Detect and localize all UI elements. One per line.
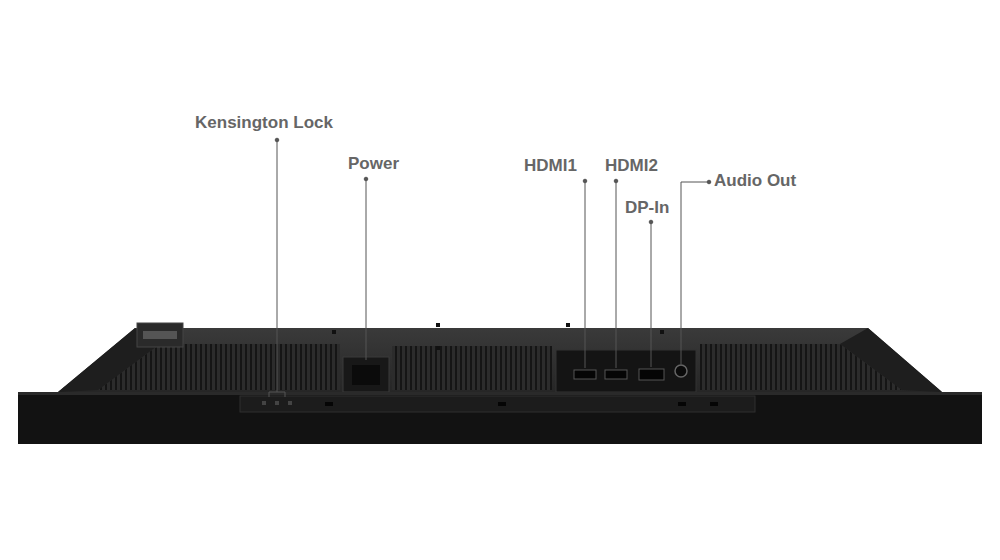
leader-dot — [707, 180, 711, 184]
leader-dot — [649, 220, 653, 224]
leader-dot — [275, 138, 279, 142]
mount-hole — [566, 323, 570, 327]
leader-dot — [614, 179, 618, 183]
mount-hole — [436, 323, 440, 327]
lock-slot — [288, 401, 292, 405]
leader-line — [651, 222, 652, 367]
bezel-edge — [18, 392, 982, 395]
part-label: DP-In — [625, 198, 669, 218]
rail-slot — [710, 402, 718, 406]
power-inlet — [343, 357, 389, 392]
power-socket — [352, 365, 380, 385]
leader-line — [269, 140, 285, 397]
rail-slot — [678, 402, 686, 406]
front-bezel — [18, 392, 982, 444]
audio-jack — [675, 365, 687, 377]
logo-mark — [143, 331, 177, 339]
part-label: Audio Out — [714, 171, 796, 191]
leader-line — [585, 181, 586, 368]
leader-line — [366, 179, 367, 360]
housing-bevel — [840, 328, 942, 392]
part-label: HDMI1 — [524, 156, 577, 176]
leader-line — [681, 182, 709, 364]
leader-dot — [364, 177, 368, 181]
port-panel — [556, 350, 696, 392]
leader-line — [616, 181, 617, 368]
part-label: HDMI2 — [605, 156, 658, 176]
mount-hole — [332, 330, 336, 334]
leader-dot — [583, 179, 587, 183]
hdmi-port — [574, 370, 596, 379]
lock-slot — [275, 401, 279, 405]
vent-grille — [392, 346, 552, 390]
logo-plate — [137, 323, 183, 347]
mount-hole — [660, 330, 664, 334]
lock-slot — [262, 401, 266, 405]
stand-rail — [240, 396, 755, 412]
rear-housing — [58, 328, 942, 392]
mount-hole — [436, 346, 440, 350]
part-label: Power — [348, 154, 399, 174]
part-label: Kensington Lock — [195, 113, 333, 133]
rail-slot — [498, 402, 506, 406]
rail-slot — [325, 402, 333, 406]
hdmi-port — [605, 370, 627, 379]
dp-port — [639, 369, 664, 380]
